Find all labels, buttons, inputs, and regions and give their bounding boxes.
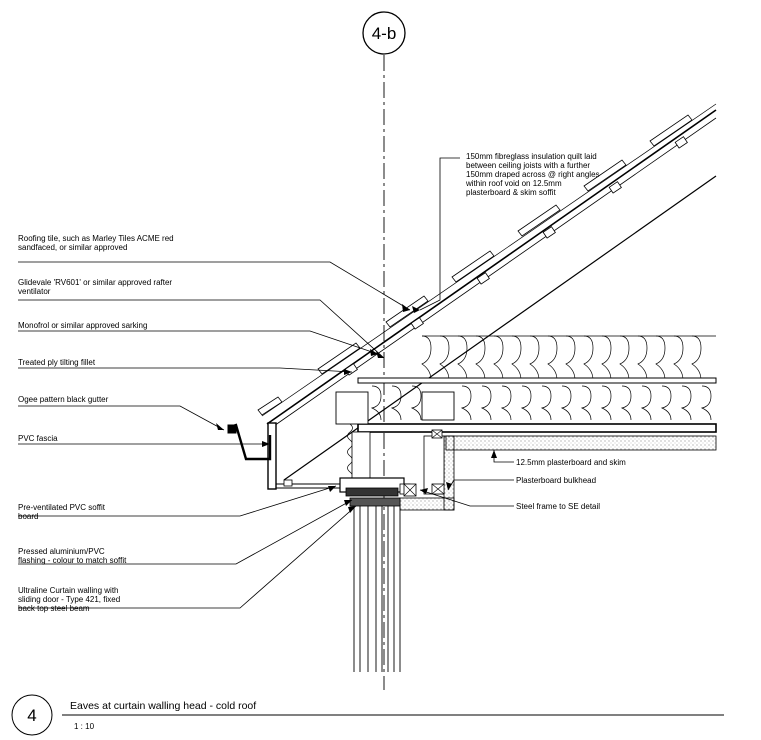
section-marker: 4-b (362, 11, 406, 55)
title-block: 4 Eaves at curtain walling head - cold r… (11, 694, 724, 736)
note-soffit: Pre-ventilated PVC soffit board (18, 503, 107, 521)
note-curtain-walling: Ultraline Curtain walling with sliding d… (18, 586, 122, 613)
detail-scale: 1 : 10 (74, 722, 95, 731)
note-roofing-tile: Roofing tile, such as Marley Tiles ACME … (18, 234, 176, 252)
note-tilting-fillet: Treated ply tilting fillet (18, 358, 96, 367)
note-ventilator: Glidevale 'RV601' or similar approved ra… (18, 278, 174, 296)
ceiling-construction (335, 377, 717, 511)
detail-title: Eaves at curtain walling head - cold roo… (70, 700, 256, 712)
detail-number: 4 (27, 706, 36, 725)
curtain-walling-head (339, 477, 417, 672)
gutter-and-fascia (227, 422, 340, 490)
leader-lines (18, 157, 514, 609)
note-flashing: Pressed aluminium/PVC flashing - colour … (18, 547, 127, 565)
section-marker-label: 4-b (372, 24, 397, 43)
arrow-heads (216, 304, 497, 513)
note-plasterboard: 12.5mm plasterboard and skim (516, 458, 626, 467)
note-sarking: Monofrol or similar approved sarking (18, 321, 147, 330)
note-gutter: Ogee pattern black gutter (18, 395, 109, 404)
annotations: 150mm fibreglass insulation quilt laid b… (18, 152, 626, 613)
note-insulation: 150mm fibreglass insulation quilt laid b… (465, 152, 602, 197)
note-fascia: PVC fascia (18, 434, 58, 443)
note-bulkhead: Plasterboard bulkhead (516, 476, 596, 485)
roof-tiles (257, 114, 693, 416)
note-steel-frame: Steel frame to SE detail (516, 502, 600, 511)
